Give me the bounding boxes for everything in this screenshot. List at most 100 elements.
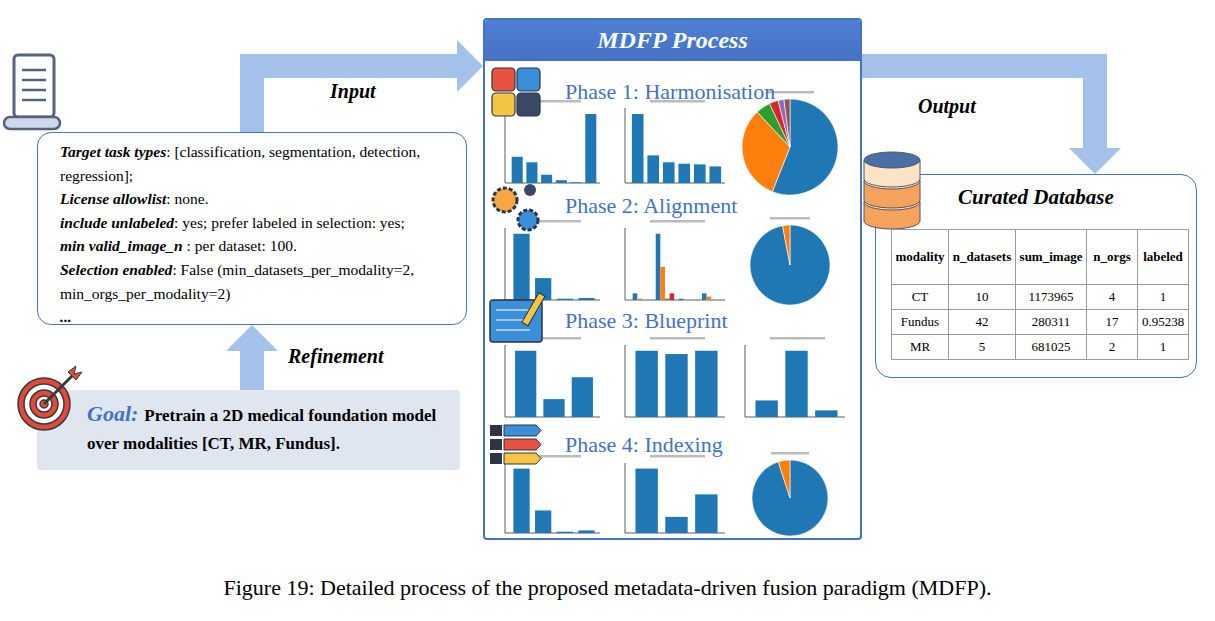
pie-slice: [778, 460, 790, 498]
chart-title-mark: [650, 100, 705, 103]
setting-key: Target task types: [60, 143, 166, 160]
cylinder-side: [920, 181, 921, 200]
axis-line: [745, 345, 746, 417]
chart-bar: [585, 114, 596, 183]
pie-slice: [770, 101, 790, 147]
chart-bar: [656, 234, 661, 300]
cylinder-side: [920, 160, 921, 179]
axis-line: [505, 417, 600, 418]
setting-value: : yes; prefer labeled in selection: yes;: [174, 214, 405, 231]
chart-bar: [716, 300, 721, 301]
list-number-box: [490, 439, 502, 450]
axis-line: [625, 533, 725, 534]
chart-bar: [535, 278, 551, 300]
list-number-box: [490, 453, 502, 464]
axis-line: [505, 300, 600, 301]
list-tag: [504, 453, 541, 464]
chart-bar: [515, 351, 536, 417]
axis-line: [625, 417, 725, 418]
cylinder-base: [864, 213, 920, 229]
chart-title-mark: [771, 452, 809, 455]
arrowhead: [457, 40, 483, 92]
figure-caption: Figure 19: Detailed process of the propo…: [0, 575, 1215, 601]
chart-bar: [635, 469, 657, 533]
block-arrow: [252, 66, 459, 132]
gear-icon: [493, 188, 517, 212]
axis-line: [505, 463, 506, 533]
chart-title-mark: [529, 100, 581, 103]
chart-bar: [707, 297, 712, 300]
chart-title-mark: [770, 217, 810, 220]
document-line: [22, 99, 46, 102]
chart-bar: [633, 293, 638, 300]
panel-header: MDFP Process: [485, 20, 860, 61]
chart-bar: [695, 494, 717, 533]
list-tag: [504, 425, 541, 436]
phase-title: Phase 4: Indexing: [565, 432, 723, 458]
cylinder-side: [864, 181, 865, 200]
arrow-fletching: [68, 366, 82, 380]
axis-line: [625, 300, 725, 301]
puzzle-piece: [492, 93, 515, 116]
puzzle-piece: [517, 93, 540, 116]
chart-bar: [646, 300, 651, 301]
blueprint-line: [496, 309, 530, 310]
pie-slice: [783, 225, 790, 265]
phase-title: Phase 3: Blueprint: [565, 308, 728, 334]
pie-slice: [757, 104, 790, 147]
table-cell: CT: [892, 285, 948, 309]
setting-key: include unlabeled: [60, 214, 174, 231]
chart-bar: [512, 157, 523, 183]
table-header: n_orgs: [1087, 230, 1137, 284]
chart-bar: [578, 298, 594, 300]
phase-icons: [490, 68, 545, 464]
chart-bar: [665, 299, 670, 300]
blueprint-icon: [490, 300, 542, 342]
chart-bar: [647, 155, 659, 183]
table-cell: 4: [1087, 285, 1137, 309]
box-title: Curated Database: [876, 185, 1196, 210]
blueprint-line: [496, 319, 530, 320]
connectors: [226, 40, 1121, 390]
chart-bar: [572, 377, 593, 417]
chart-bar: [702, 293, 707, 300]
edge-label: Input: [330, 80, 376, 103]
pie-slice: [784, 99, 790, 147]
chart-bar: [635, 351, 657, 417]
document-scroll: [4, 117, 60, 129]
table-cell: 280311: [1016, 310, 1086, 334]
cylinder-base: [864, 171, 920, 187]
pie-slice: [750, 225, 830, 305]
setting-line: ...: [60, 305, 458, 329]
pie-slice: [778, 99, 790, 147]
axis-line: [625, 345, 626, 417]
mini-bar-chart: [625, 455, 725, 533]
setting-line: min valid_image_n : per dataset: 100.: [60, 234, 458, 258]
setting-key: ...: [60, 308, 72, 325]
chart-bar: [642, 300, 647, 301]
chart-bar: [541, 175, 552, 183]
table-header: n_datasets: [949, 230, 1015, 284]
target-arrow: [44, 374, 74, 404]
chart-bar: [711, 300, 716, 301]
block-arrow: [240, 349, 264, 390]
chart-bar: [693, 300, 698, 301]
mini-bar-chart: [505, 100, 600, 183]
setting-value: : per dataset: 100.: [187, 237, 297, 254]
chart-bar: [663, 162, 675, 183]
mini-bar-chart: [745, 337, 845, 417]
chart-title-mark: [529, 455, 581, 458]
chart-title-mark: [766, 91, 814, 94]
mini-bar-chart: [505, 455, 600, 533]
axis-line: [505, 183, 600, 184]
blueprint-line: [496, 329, 530, 330]
cylinder-side: [864, 160, 865, 179]
setting-line: License allowlist: none.: [60, 187, 458, 211]
cylinder-body: [864, 202, 920, 221]
cylinder-side: [864, 202, 865, 221]
document-body: [14, 55, 54, 117]
connector-group: [862, 66, 1121, 174]
